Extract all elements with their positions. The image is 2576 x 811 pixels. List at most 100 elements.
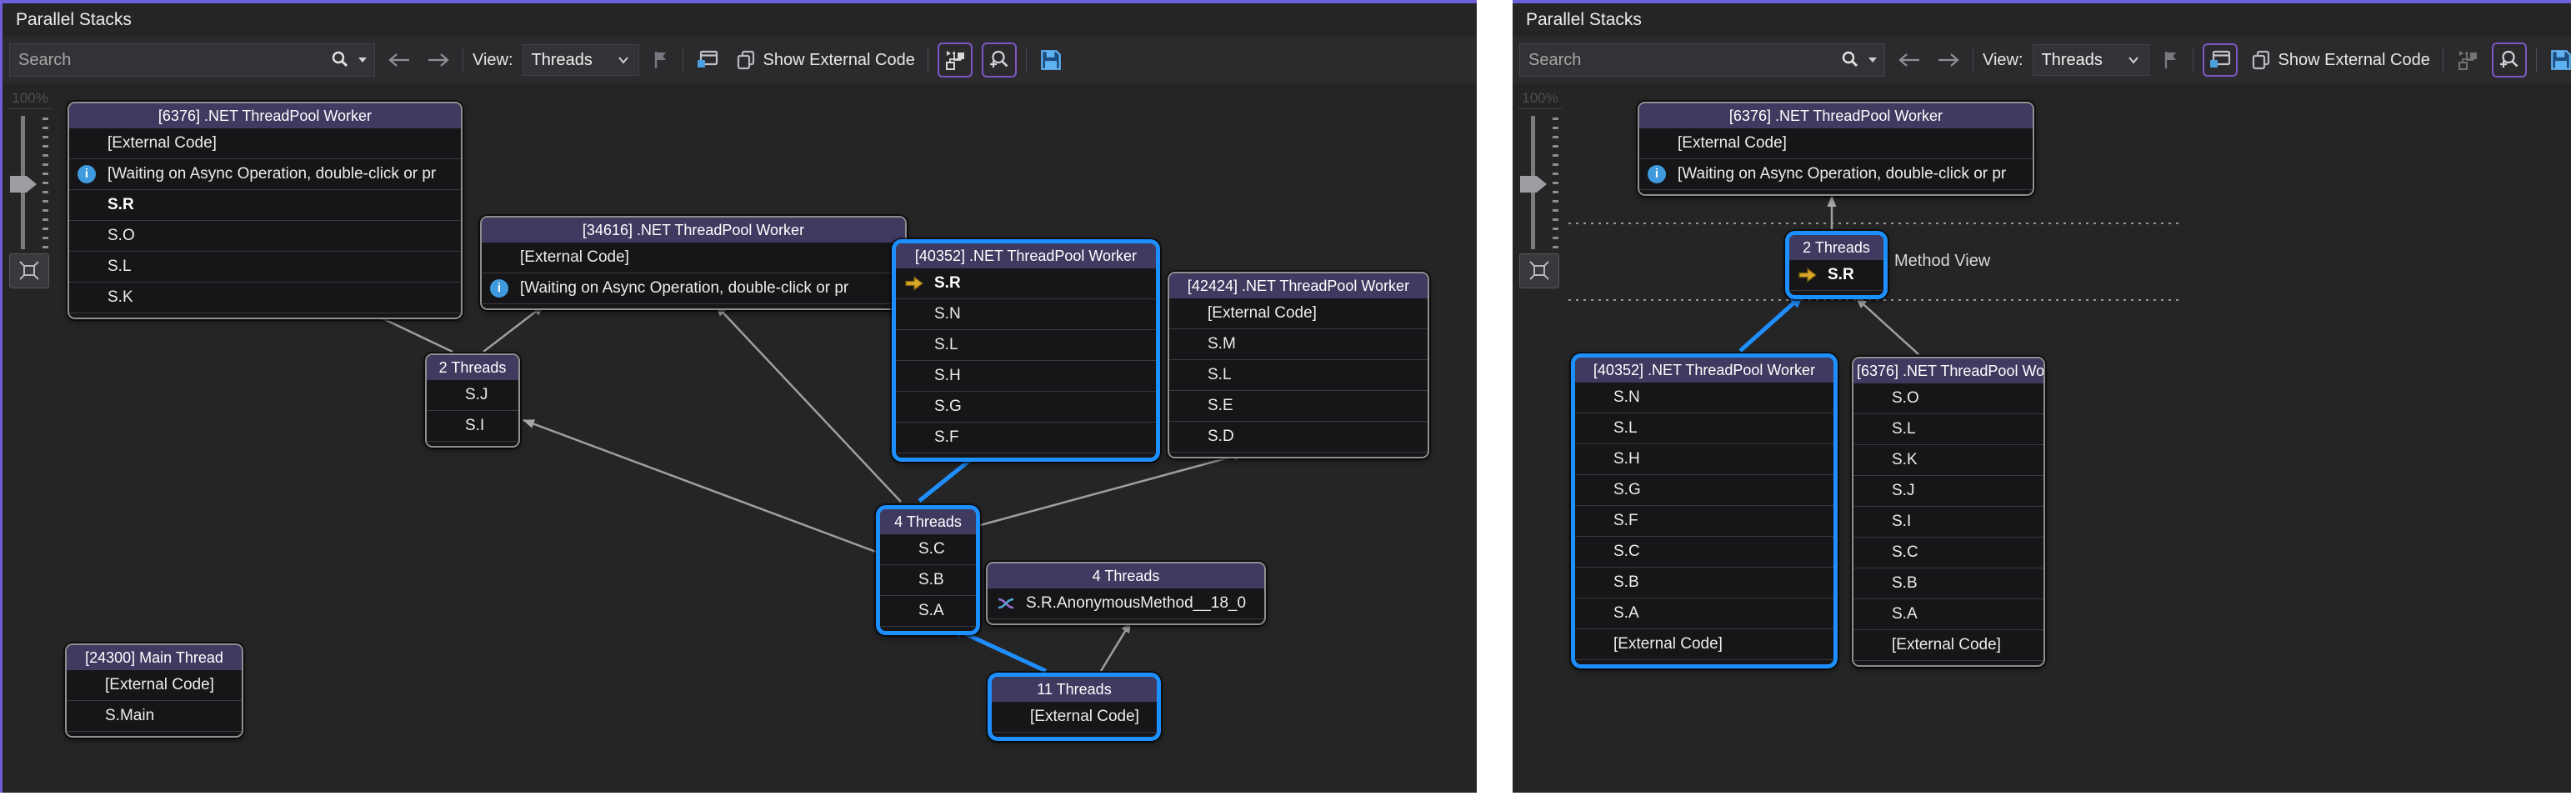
search-box[interactable] [9,43,375,77]
thread-24300-header[interactable]: [24300] Main Thread [67,645,242,670]
stack-frame-row[interactable]: S.I [1853,507,2043,538]
group-2-threads-header[interactable]: 2 Threads [427,355,518,380]
navigate-forward-icon[interactable] [423,50,453,70]
zoom-slider[interactable] [8,116,53,253]
stack-frame-row[interactable]: i[Waiting on Async Operation, double-cli… [1639,159,2033,190]
stack-frame-row[interactable]: S.L [1169,360,1428,391]
stack-frame-row[interactable]: S.R [1789,260,1883,291]
stack-frame-row[interactable]: S.C [1575,537,1833,568]
zoom-control-toggle-button[interactable] [981,43,1017,78]
search-options-caret-icon[interactable] [1866,55,1879,65]
save-button[interactable] [2546,45,2571,75]
stack-frame-row[interactable]: [External Code] [1575,629,1833,660]
show-external-code-button[interactable]: Show External Code [732,46,918,74]
stack-frame-row[interactable]: S.K [69,283,461,313]
stack-frame-label: S.G [934,398,962,415]
thread-34616-header[interactable]: [34616] .NET ThreadPool Worker [482,218,905,243]
thread-40352-header[interactable]: [40352] .NET ThreadPool Worker [896,243,1156,268]
thread-42424-header[interactable]: [42424] .NET ThreadPool Worker [1169,273,1428,298]
show-external-code-button[interactable]: Show External Code [2247,46,2433,74]
stack-frame-row[interactable]: S.R [896,268,1156,299]
stack-frame-row[interactable]: S.O [69,221,461,252]
show-flagged-only-button[interactable] [648,47,673,73]
method-group-2-threads-header[interactable]: 2 Threads [1789,235,1883,260]
stack-frame-row[interactable]: S.C [1853,538,2043,568]
search-icon[interactable] [1839,49,1861,71]
navigate-forward-icon[interactable] [1933,50,1963,70]
stack-frame-row[interactable]: S.B [880,565,976,596]
zoom-to-fit-button[interactable] [9,253,49,288]
thread-6376-header[interactable]: [6376] .NET ThreadPool Worker [69,103,461,128]
stack-frame-row[interactable]: S.L [1575,413,1833,444]
stack-frame-row[interactable]: S.A [1853,599,2043,630]
stack-frame-row[interactable]: [External Code] [992,702,1157,733]
search-box[interactable] [1519,43,1885,77]
method-view-toggle-button[interactable] [693,46,723,74]
autoscroll-to-current-frame-button[interactable] [937,43,973,78]
stack-frame-row[interactable]: [External Code] [69,128,461,159]
stack-frame-row[interactable]: S.N [896,299,1156,330]
stack-frame-row[interactable]: S.L [1853,414,2043,445]
method-view-toggle-button[interactable] [2202,43,2238,77]
zoom-control-toggle-button[interactable] [2491,43,2527,78]
zoom-to-fit-button[interactable] [1519,253,1559,288]
group-4-threads-header[interactable]: 4 Threads [880,509,976,534]
stack-frame-row[interactable]: S.C [880,534,976,565]
navigate-back-icon[interactable] [1894,50,1924,70]
stack-frame-row[interactable]: S.H [896,361,1156,392]
stack-frame-row[interactable]: [External Code] [1639,128,2033,159]
autoscroll-to-current-frame-button[interactable] [2453,45,2483,75]
stack-frame-row[interactable]: S.E [1169,391,1428,422]
stack-frame-row[interactable]: S.O [1853,383,2043,414]
zoom-slider-thumb[interactable] [1520,176,1547,193]
search-options-caret-icon[interactable] [356,55,369,65]
search-input[interactable] [1520,44,1839,76]
navigate-back-icon[interactable] [384,50,414,70]
save-button[interactable] [1036,45,1066,75]
zoom-slider-thumb[interactable] [10,176,37,193]
stack-frame-row[interactable]: S.A [1575,598,1833,629]
stack-frame-row[interactable]: S.Main [67,701,242,732]
stack-frame-row[interactable]: S.L [896,330,1156,361]
stack-frame-row[interactable]: S.M [1169,329,1428,360]
stack-frame-row[interactable]: S.K [1853,445,2043,476]
stack-frame-row[interactable]: S.G [1575,475,1833,506]
group-11-threads-header[interactable]: 11 Threads [992,677,1157,702]
stack-frame-row[interactable]: S.F [1575,506,1833,537]
stack-frame-row[interactable]: i[Waiting on Async Operation, double-cli… [69,159,461,190]
stack-frame-row[interactable]: S.F [896,423,1156,453]
group-4-threads-anonymous-header[interactable]: 4 Threads [988,563,1264,588]
stack-frame-row[interactable]: S.L [69,252,461,283]
stack-frame-row[interactable]: S.R [69,190,461,221]
stack-frame-row[interactable]: S.A [880,596,976,627]
stack-frame-row[interactable]: S.J [427,380,518,411]
zoom-level-label: 100% [1518,90,1563,109]
thread-6376-callees-header[interactable]: [6376] .NET ThreadPool Worker [1853,358,2043,383]
search-input[interactable] [10,44,329,76]
stack-frame-row[interactable]: S.N [1575,383,1833,413]
view-select[interactable]: Threads [2032,44,2149,76]
stack-frame-row[interactable]: [External Code] [1853,630,2043,661]
stack-frame-row[interactable]: [External Code] [482,243,905,273]
stack-frame-row[interactable]: S.D [1169,422,1428,453]
thread-40352-callees-header[interactable]: [40352] .NET ThreadPool Worker [1575,358,1833,383]
show-flagged-only-button[interactable] [2158,47,2183,73]
stack-frame-row[interactable]: i[Waiting on Async Operation, double-cli… [482,273,905,304]
stack-frame-row[interactable]: [External Code] [1169,298,1428,329]
stack-frame-row[interactable]: [External Code] [67,670,242,701]
view-select[interactable]: Threads [522,44,639,76]
stack-frame-row[interactable]: S.R.AnonymousMethod__18_0 [988,588,1264,619]
stack-frame-row[interactable]: S.G [896,392,1156,423]
stack-frame-row[interactable]: S.B [1575,568,1833,598]
thread-6376-callers-header[interactable]: [6376] .NET ThreadPool Worker [1639,103,2033,128]
stack-frame-row[interactable]: S.H [1575,444,1833,475]
stack-frame-row[interactable]: S.B [1853,568,2043,599]
search-icon[interactable] [329,49,351,71]
zoom-slider[interactable] [1518,116,1563,253]
stack-frame-row[interactable]: S.I [427,411,518,442]
stack-frame-row[interactable]: S.J [1853,476,2043,507]
stack-frame-label: [External Code] [1892,636,2001,653]
